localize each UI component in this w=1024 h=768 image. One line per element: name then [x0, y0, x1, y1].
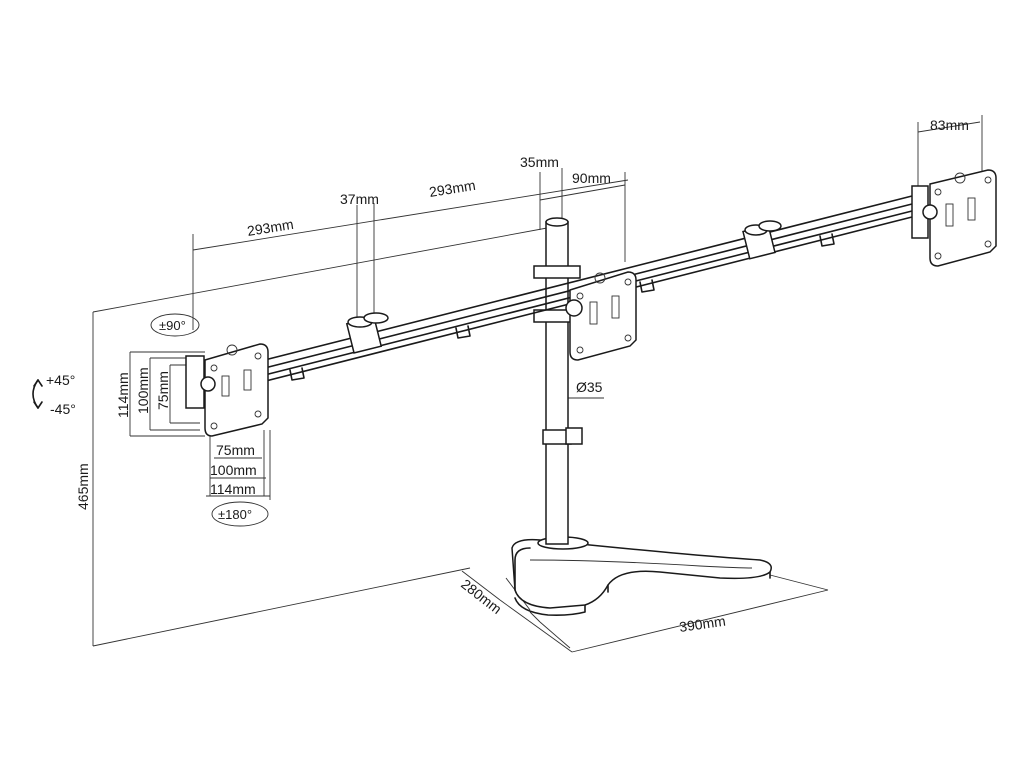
label-vesa-114-h: 114mm — [210, 481, 256, 497]
label-swivel: ±90° — [159, 318, 186, 333]
label-base-width: 390mm — [678, 613, 726, 635]
vesa-plate-right — [911, 169, 997, 267]
pole — [533, 217, 583, 545]
stand-base — [511, 536, 772, 616]
label-bracket-depth: 83mm — [930, 117, 969, 133]
label-arm-left: 293mm — [246, 216, 295, 239]
dimension-labels: 293mm 293mm 37mm 35mm 90mm 83mm Ø35 465m… — [46, 117, 969, 635]
vesa-plate-left — [185, 343, 269, 437]
label-rotate: ±180° — [218, 507, 252, 522]
label-center-offset: 90mm — [572, 170, 611, 186]
label-arm-right: 293mm — [428, 177, 477, 200]
label-vesa-75-v: 75mm — [155, 371, 171, 410]
label-vesa-100-h: 100mm — [210, 462, 257, 478]
label-vesa-75-h: 75mm — [216, 442, 255, 458]
label-total-height: 465mm — [75, 463, 91, 510]
label-vesa-114-v: 114mm — [115, 372, 131, 418]
label-pole-dia: Ø35 — [576, 379, 603, 395]
label-pole-width: 35mm — [520, 154, 559, 170]
dimension-lines — [92, 115, 983, 653]
label-base-depth: 280mm — [458, 576, 505, 617]
rotation-indicators — [32, 313, 269, 527]
label-vesa-100-v: 100mm — [135, 367, 151, 414]
label-tilt-up: +45° — [46, 372, 75, 388]
label-tilt-down: -45° — [50, 401, 76, 417]
vesa-plate-center — [565, 271, 637, 361]
label-joint: 37mm — [340, 191, 379, 207]
